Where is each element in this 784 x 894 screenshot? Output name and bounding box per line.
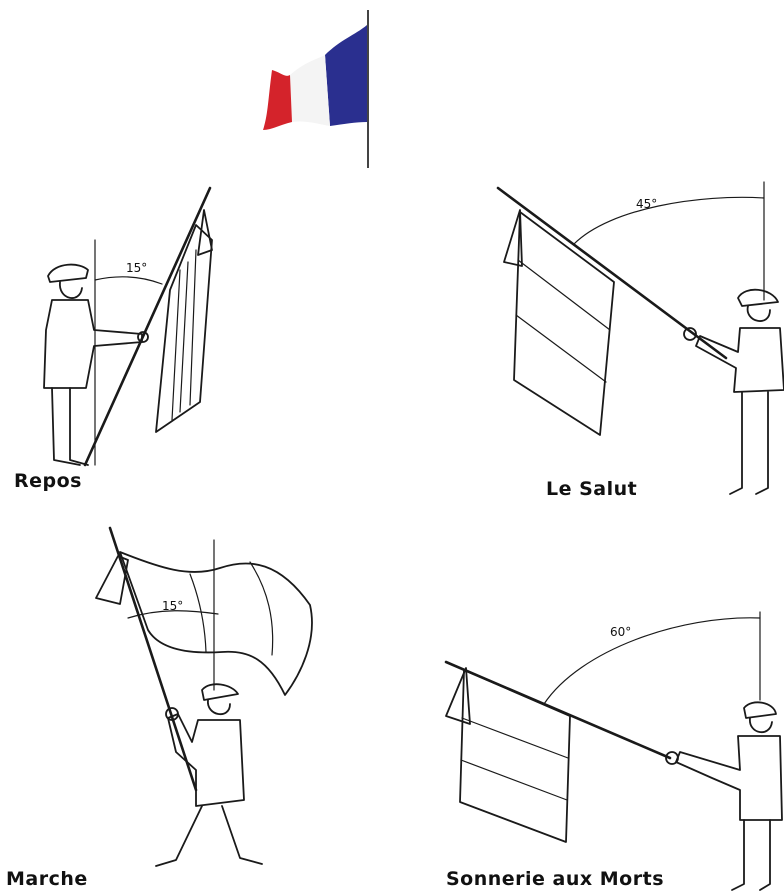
soldier-body [168, 714, 244, 806]
angle-arc [574, 197, 764, 244]
soldier-head [208, 700, 230, 714]
soldier-head [750, 718, 772, 732]
angle-arc [95, 277, 162, 284]
flag-cloth [460, 670, 570, 842]
flag-stripe-2 [516, 315, 606, 382]
cravate [446, 668, 470, 724]
angle-label: 60° [610, 625, 631, 639]
caption-repos: Repos [14, 470, 82, 492]
flag-white-band [290, 55, 330, 126]
flag-stripe-2 [461, 760, 567, 800]
flag-stripe-2 [250, 562, 273, 655]
flag-stripe-1 [190, 574, 206, 652]
soldier-cap [738, 290, 778, 306]
soldier-legs [52, 388, 88, 465]
flag-cloth [120, 552, 312, 695]
angle-label: 45° [636, 197, 657, 211]
flag-pole [85, 188, 210, 465]
figure-marche: 15° [96, 528, 312, 866]
soldier-legs [732, 820, 770, 890]
figure-sonnerie: 60° [446, 612, 782, 890]
angle-label: 15° [162, 599, 183, 613]
caption-sonnerie: Sonnerie aux Morts [446, 868, 664, 890]
soldier-legs [730, 392, 768, 494]
flag-cloth [514, 212, 614, 435]
tricolor-flag [263, 10, 368, 168]
figure-salut: 45° [498, 182, 784, 494]
flag-stripe-1 [518, 260, 610, 330]
soldier-body [676, 736, 782, 820]
caption-salut: Le Salut [546, 478, 637, 500]
soldier-cap [202, 684, 238, 700]
flag-pole [498, 188, 726, 358]
soldier-legs [156, 806, 262, 866]
flag-red-band [263, 70, 292, 130]
soldier-cap [744, 702, 776, 718]
soldier-body [696, 328, 784, 392]
soldier-head [748, 306, 770, 321]
flag-pole [110, 528, 196, 790]
flag-stripe-1 [462, 718, 568, 758]
soldier-body [44, 300, 142, 388]
soldier-cap [48, 265, 88, 282]
flag-blue-band [325, 25, 367, 126]
angle-label: 15° [126, 261, 147, 275]
figure-repos: 15° [44, 188, 212, 465]
angle-arc [544, 618, 760, 704]
soldier-head [60, 282, 82, 298]
caption-marche: Marche [6, 868, 88, 890]
